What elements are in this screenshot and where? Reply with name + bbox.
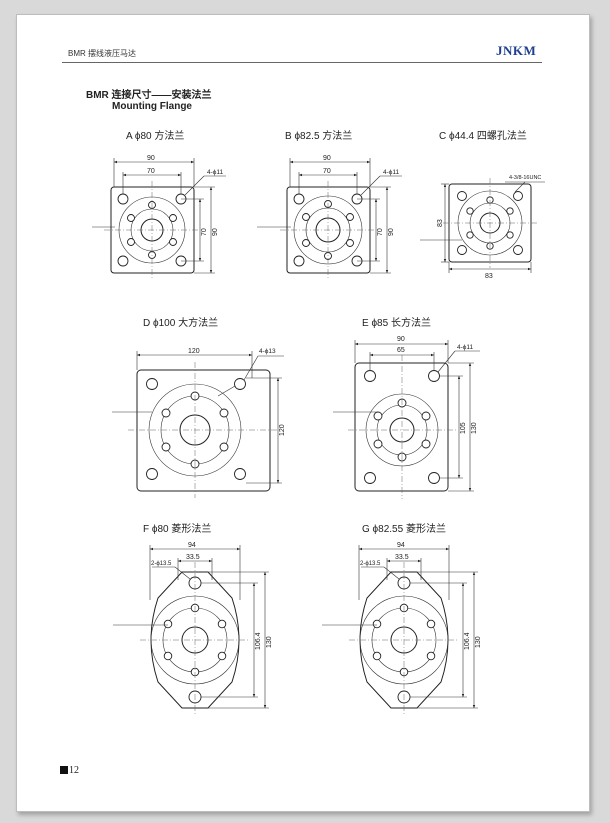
section-title-cn: BMR 连接尺寸——安装法兰 bbox=[86, 90, 212, 101]
caption-flange-b: B ϕ82.5 方法兰 bbox=[285, 131, 353, 142]
header-rule bbox=[62, 62, 542, 63]
flange-e-drawing: 90 65 4-ϕ11 105 130 bbox=[333, 336, 480, 499]
page-marker-icon bbox=[60, 766, 68, 774]
flange-e-dim-pitch-65: 65 bbox=[397, 347, 405, 354]
caption-flange-a: A ϕ80 方法兰 bbox=[126, 131, 185, 142]
flange-d-drawing: 120 4-ϕ13 120 bbox=[112, 348, 286, 498]
flange-f-dim-holes: 2-ϕ13.5 bbox=[151, 561, 172, 567]
flange-e-bolt-holes bbox=[364, 370, 440, 484]
flange-f-dim-offset: 33.5 bbox=[186, 554, 200, 561]
flange-g-drawing: 94 33.5 2-ϕ13.5 106.4 130 bbox=[322, 542, 482, 716]
flange-d-small-holes bbox=[161, 391, 229, 469]
page-number: 12 bbox=[60, 765, 79, 776]
brand-logo: JNKM bbox=[496, 43, 537, 58]
page-number-text: 12 bbox=[69, 765, 79, 776]
flange-c-drawing: 4-3/8-16UNC 83 83 bbox=[420, 175, 545, 280]
flange-a-dim-vpitch-70: 70 bbox=[201, 228, 208, 236]
flange-g-dim-width-94: 94 bbox=[397, 542, 405, 549]
flange-c-dim-threaded-holes: 4-3/8-16UNC bbox=[509, 175, 541, 181]
flange-f-drawing: 94 33.5 2-ϕ13.5 106.4 130 bbox=[113, 542, 273, 716]
flange-c-dim-width-83: 83 bbox=[485, 273, 493, 280]
catalog-page bbox=[16, 14, 590, 812]
flange-d-dim-holes: 4-ϕ13 bbox=[259, 348, 276, 355]
flange-d-bolt-holes bbox=[146, 378, 246, 480]
flange-a-drawing: 90 70 4-ϕ11 70 90 bbox=[92, 155, 226, 279]
flange-a-dim-height-90: 90 bbox=[212, 228, 219, 236]
flange-e-dim-height-130: 130 bbox=[471, 422, 478, 434]
flange-a-dim-width-90: 90 bbox=[147, 155, 155, 162]
flange-d-dim-height-120: 120 bbox=[279, 424, 286, 436]
flange-g-dim-height-130: 130 bbox=[475, 636, 482, 648]
flange-b-bolt-holes bbox=[293, 193, 363, 267]
flange-f-dim-height-130: 130 bbox=[266, 636, 273, 648]
caption-flange-f: F ϕ80 菱形法兰 bbox=[143, 524, 212, 535]
caption-flange-g: G ϕ82.55 菱形法兰 bbox=[362, 524, 446, 535]
flange-f-dim-pitch-106: 106.4 bbox=[255, 632, 262, 650]
flange-b-dim-holes: 4-ϕ11 bbox=[383, 169, 400, 176]
flange-b-dim-height-90: 90 bbox=[388, 228, 395, 236]
flange-b-dim-vpitch-70: 70 bbox=[377, 228, 384, 236]
flange-b-dim-width-90: 90 bbox=[323, 155, 331, 162]
series-title: BMR 摆线液压马达 bbox=[68, 49, 136, 58]
flange-g-dim-pitch-106: 106.4 bbox=[464, 632, 471, 650]
flange-a-dim-pitch-70: 70 bbox=[147, 168, 155, 175]
caption-flange-d: D ϕ100 大方法兰 bbox=[143, 318, 219, 329]
flange-c-small-holes bbox=[466, 196, 514, 250]
flange-c-dim-height-83: 83 bbox=[437, 219, 444, 227]
flange-e-dim-width-90: 90 bbox=[397, 336, 405, 343]
section-title-en: Mounting Flange bbox=[112, 101, 192, 112]
flange-f-dim-width-94: 94 bbox=[188, 542, 196, 549]
flange-g-dim-offset: 33.5 bbox=[395, 554, 409, 561]
flange-b-drawing: 90 70 4-ϕ11 70 90 bbox=[257, 155, 402, 279]
flange-d-dim-width-120: 120 bbox=[188, 348, 200, 355]
flange-b-small-holes bbox=[302, 200, 354, 260]
caption-flange-e: E ϕ85 长方法兰 bbox=[362, 318, 431, 329]
flange-c-bolt-holes bbox=[457, 191, 523, 255]
caption-flange-c: C ϕ44.4 四螺孔法兰 bbox=[439, 131, 527, 142]
flange-e-dim-vpitch-105: 105 bbox=[460, 422, 467, 434]
flange-f-small-holes bbox=[163, 603, 227, 677]
flange-b-dim-pitch-70: 70 bbox=[323, 168, 331, 175]
flange-e-dim-holes: 4-ϕ11 bbox=[457, 344, 474, 351]
flange-a-dim-holes: 4-ϕ11 bbox=[207, 169, 224, 176]
flange-g-dim-holes: 2-ϕ13.5 bbox=[360, 561, 381, 567]
